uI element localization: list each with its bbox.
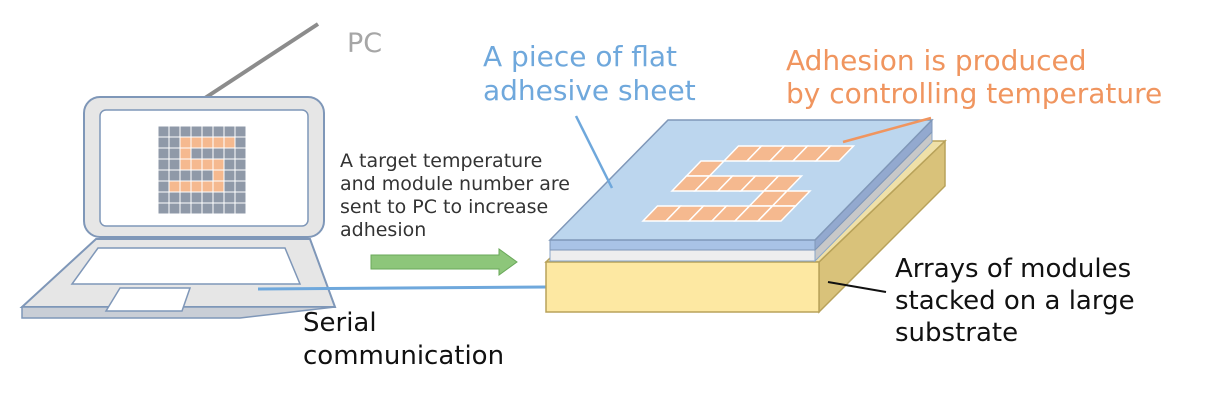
screen-module-cell xyxy=(234,125,247,138)
screen-module-cell xyxy=(168,191,181,204)
screen-module-cell xyxy=(157,191,170,204)
screen-module-cell xyxy=(201,147,214,160)
adhesion-leader-line xyxy=(842,116,932,144)
screen-module-cell xyxy=(157,180,170,193)
screen-module-cell xyxy=(201,125,214,138)
screen-module-cell xyxy=(212,202,225,215)
sheet-leader-line xyxy=(574,115,614,189)
screen-module-cell xyxy=(168,180,181,193)
screen-module-cell xyxy=(179,125,192,138)
heated-module-cell xyxy=(814,145,856,162)
screen-module-cell xyxy=(201,191,214,204)
screen-module-cell xyxy=(223,202,236,215)
screen-module-cell xyxy=(201,180,214,193)
screen-module-cell xyxy=(179,136,192,149)
screen-module-cell xyxy=(223,158,236,171)
screen-module-cell xyxy=(168,202,181,215)
screen-module-cell xyxy=(201,136,214,149)
screen-module-cell xyxy=(168,169,181,182)
screen-module-cell xyxy=(234,158,247,171)
screen-module-cell xyxy=(190,158,203,171)
screen-module-cell xyxy=(223,169,236,182)
screen-module-cell xyxy=(179,169,192,182)
screen-module-cell xyxy=(157,202,170,215)
screen-module-cell xyxy=(168,147,181,160)
screen-module-cell xyxy=(179,180,192,193)
screen-module-cell xyxy=(201,158,214,171)
screen-module-cell xyxy=(223,136,236,149)
screen-module-cell xyxy=(157,158,170,171)
screen-module-cell xyxy=(212,147,225,160)
green-arrow xyxy=(370,248,518,276)
adhesion-label: Adhesion is produced by controlling temp… xyxy=(786,44,1163,110)
serial-line xyxy=(257,285,548,291)
antenna-line xyxy=(203,22,320,100)
screen-grid xyxy=(157,125,247,215)
screen-module-cell xyxy=(212,158,225,171)
module-layer-front xyxy=(549,249,816,262)
screen-module-cell xyxy=(234,202,247,215)
screen-module-cell xyxy=(168,136,181,149)
screen-module-cell xyxy=(157,136,170,149)
screen-module-cell xyxy=(212,136,225,149)
screen-module-cell xyxy=(179,202,192,215)
substrate-front xyxy=(545,261,820,313)
screen-module-cell xyxy=(190,169,203,182)
screen-module-cell xyxy=(179,147,192,160)
laptop-touchpad xyxy=(104,287,192,312)
screen-module-cell xyxy=(190,180,203,193)
screen-module-cell xyxy=(234,180,247,193)
screen-module-cell xyxy=(201,202,214,215)
screen-module-cell xyxy=(190,125,203,138)
screen-module-cell xyxy=(190,147,203,160)
target-temperature-label: A target temperature and module number a… xyxy=(340,150,570,241)
laptop-keyboard xyxy=(70,247,302,285)
screen-module-cell xyxy=(168,158,181,171)
screen-module-cell xyxy=(212,180,225,193)
screen-module-cell xyxy=(234,136,247,149)
screen-module-cell xyxy=(190,191,203,204)
screen-module-cell xyxy=(201,169,214,182)
screen-module-cell xyxy=(190,136,203,149)
screen-module-cell xyxy=(234,147,247,160)
screen-module-cell xyxy=(190,202,203,215)
heated-module-cell xyxy=(756,205,798,222)
screen-module-cell xyxy=(212,125,225,138)
screen-module-cell xyxy=(157,147,170,160)
screen-module-cell xyxy=(223,125,236,138)
screen-module-cell xyxy=(179,158,192,171)
screen-module-cell xyxy=(234,169,247,182)
screen-module-cell xyxy=(157,125,170,138)
screen-module-cell xyxy=(157,169,170,182)
laptop-base-edge xyxy=(21,306,336,319)
screen-module-cell xyxy=(212,191,225,204)
screen-module-cell xyxy=(179,191,192,204)
serial-communication-label: Serial communication xyxy=(303,308,505,371)
screen-module-cell xyxy=(223,180,236,193)
screen-module-cell xyxy=(223,191,236,204)
sheet-grid xyxy=(641,145,856,222)
adhesive-sheet-label: A piece of flat adhesive sheet xyxy=(483,40,696,107)
arrays-label: Arrays of modules stacked on a large sub… xyxy=(895,254,1135,348)
arrays-leader-line xyxy=(827,281,887,293)
sheet-front xyxy=(549,239,816,251)
screen-module-cell xyxy=(212,169,225,182)
pc-label: PC xyxy=(347,28,383,59)
screen-module-cell xyxy=(168,125,181,138)
screen-module-cell xyxy=(234,191,247,204)
screen-module-cell xyxy=(223,147,236,160)
